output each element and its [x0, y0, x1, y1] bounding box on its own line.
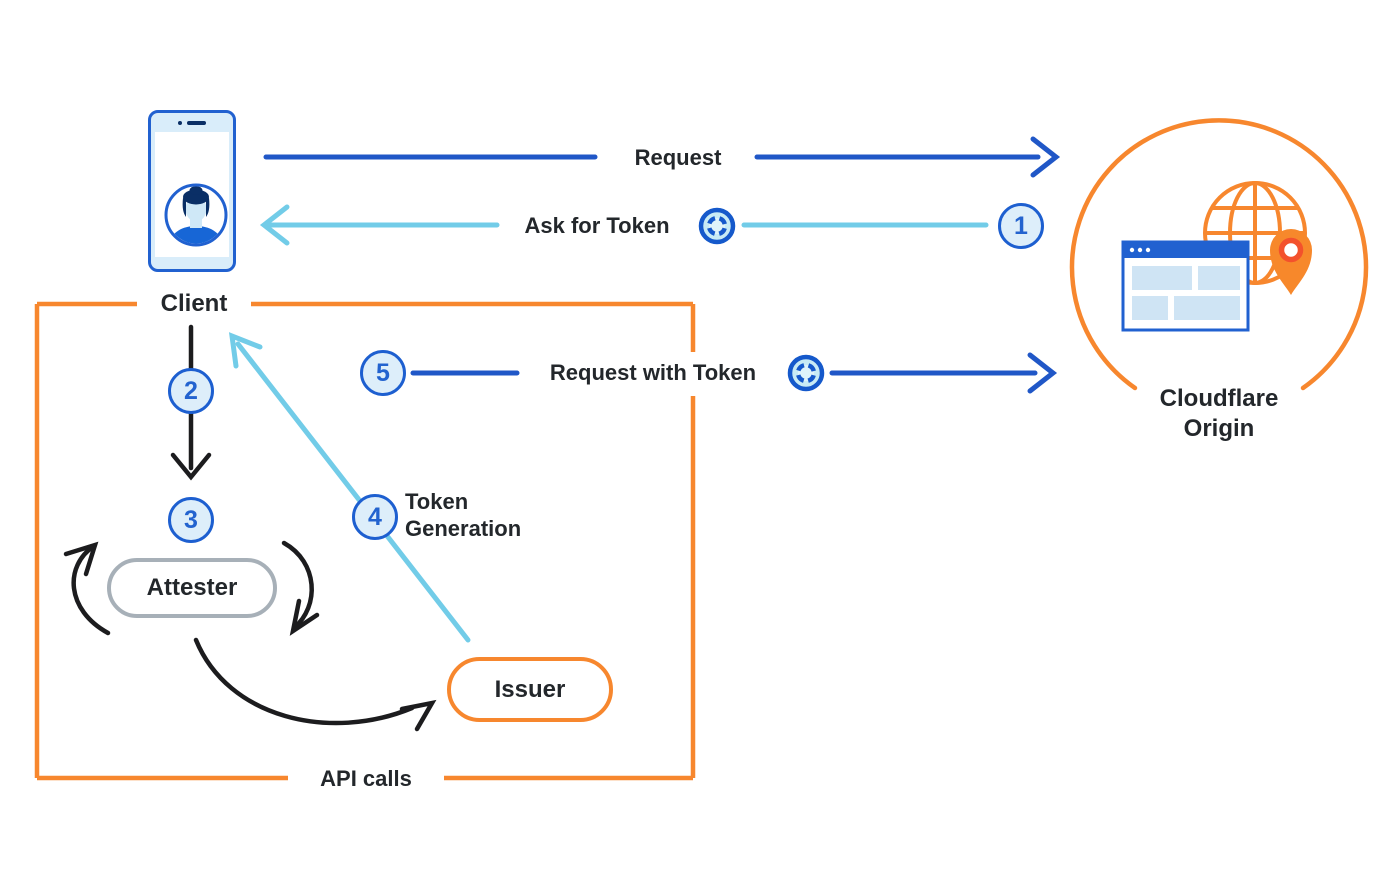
step-badge-1: 1	[998, 203, 1044, 249]
step-badge-2: 2	[168, 368, 214, 414]
ask-for-token-label: Ask for Token	[524, 213, 670, 238]
cloudflare-origin-label: Cloudflare Origin	[1159, 385, 1279, 442]
browser-content-block	[1174, 296, 1240, 320]
browser-content-block	[1198, 266, 1240, 290]
request-with-token-arrowhead	[1027, 352, 1058, 394]
phone-camera-dot	[178, 121, 182, 125]
client-to-attester-arrowhead	[170, 452, 212, 481]
browser-title-bar	[1123, 242, 1248, 258]
request-with-token-label: Request with Token	[549, 360, 757, 385]
avatar-hair	[183, 189, 209, 205]
token-generation-line	[235, 341, 471, 643]
attestation-cycle-arrows	[63, 540, 320, 636]
attester-node: Attester	[107, 558, 277, 618]
browser-content-block	[1132, 296, 1168, 320]
pin-center	[1278, 237, 1304, 263]
request-label: Request	[634, 145, 722, 170]
user-avatar-icon	[164, 183, 228, 247]
browser-window-icon	[1121, 240, 1250, 332]
step-badge-4: 4	[352, 494, 398, 540]
avatar-hair-bun	[189, 186, 203, 195]
token-generation-arrowhead	[228, 332, 263, 369]
attester-to-issuer-curve	[193, 637, 415, 726]
issuer-label: Issuer	[494, 675, 566, 703]
cloudflare-origin-circle	[1069, 118, 1369, 391]
attester-right-arc-arrowhead	[289, 598, 320, 636]
browser-dot	[1129, 247, 1135, 253]
attester-left-arc	[71, 543, 111, 636]
token-inner-notches	[795, 362, 817, 384]
avatar-hair-side	[182, 198, 186, 217]
phone-speaker-dash	[187, 120, 206, 125]
client-label: Client	[160, 290, 228, 317]
api-calls-label: API calls	[320, 766, 412, 791]
phone-screen	[155, 132, 229, 257]
smartphone-icon	[148, 110, 236, 272]
browser-content-block	[1132, 266, 1192, 290]
step-badge-5: 5	[360, 350, 406, 396]
avatar-hair-side	[206, 198, 210, 217]
request-arrow	[263, 136, 1061, 178]
token-icon	[787, 354, 825, 392]
token-generation-label: Token Generation	[405, 489, 522, 541]
api-calls-box-border	[34, 301, 696, 781]
browser-dot	[1145, 247, 1151, 253]
attester-label: Attester	[146, 574, 238, 601]
issuer-node: Issuer	[447, 657, 613, 722]
attester-right-arc	[281, 540, 314, 631]
ask-for-token-arrowhead	[259, 204, 290, 246]
attester-to-issuer-arrow	[193, 637, 437, 732]
request-with-token-arrow	[410, 352, 1058, 394]
attester-to-issuer-arrowhead	[399, 699, 437, 732]
attester-left-arc-arrowhead	[63, 541, 99, 577]
token-generation-arrow	[228, 332, 471, 643]
step-badge-3: 3	[168, 497, 214, 543]
browser-dot	[1137, 247, 1143, 253]
request-arrowhead	[1030, 136, 1061, 178]
ask-for-token-arrow	[259, 204, 989, 246]
token-icon	[698, 207, 736, 245]
location-pin-icon	[1270, 229, 1312, 295]
token-inner-notches	[706, 215, 728, 237]
